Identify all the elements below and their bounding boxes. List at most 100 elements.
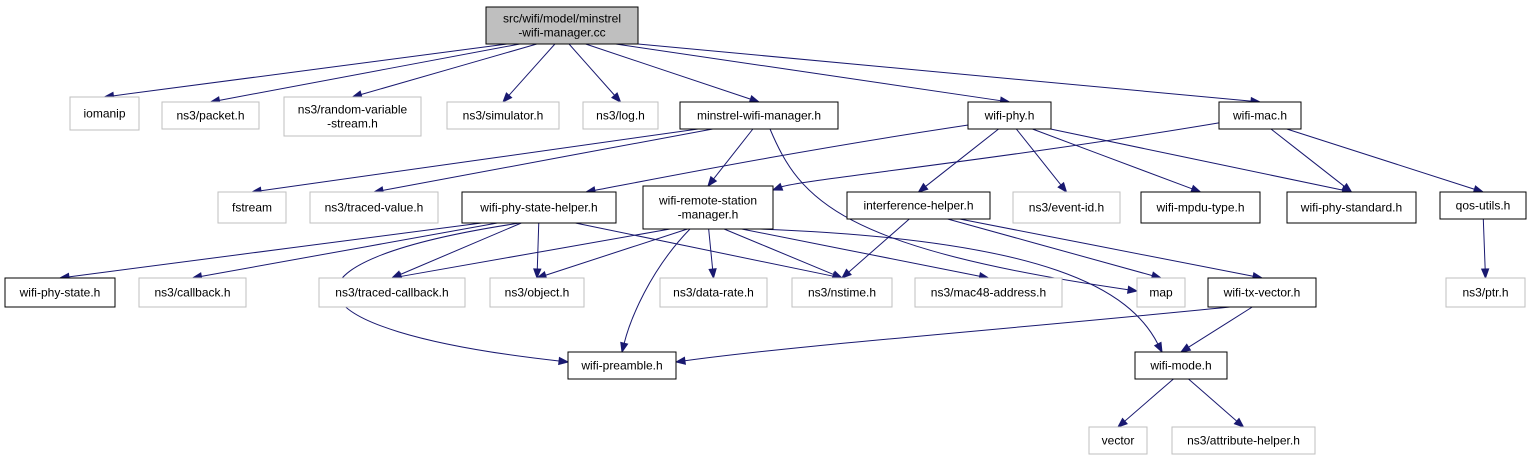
node-preamble[interactable]: wifi-preamble.h <box>567 351 677 380</box>
edge-remote-to-nstime <box>723 228 844 279</box>
edge-txvector-to-preamble <box>674 306 1231 365</box>
node-label-mac48: ns3/mac48-address.h <box>931 286 1046 300</box>
node-box-phystate <box>4 277 116 308</box>
node-label-ptr: ns3/ptr.h <box>1462 286 1508 300</box>
edge-wifimac-to-phystandard <box>1270 128 1353 193</box>
arrowhead <box>558 356 570 366</box>
edge-remote-to-tracedcallback <box>390 228 671 281</box>
edge-phystatehelper-to-object <box>533 222 542 280</box>
node-label-eventid: ns3/event-id.h <box>1029 201 1104 215</box>
node-phystatehelper[interactable]: wifi-phy-state-helper.h <box>461 191 617 224</box>
node-txvector[interactable]: wifi-tx-vector.h <box>1207 277 1317 308</box>
edge-interference-to-txvector <box>959 218 1264 281</box>
node-tracedcallback: ns3/traced-callback.h <box>318 277 466 308</box>
node-box-qosutils <box>1439 191 1527 220</box>
arrowhead <box>502 92 513 104</box>
node-label-vector: vector <box>1102 434 1135 448</box>
node-label-datarate: ns3/data-rate.h <box>673 286 754 300</box>
edge-wifiphy-to-phystandard <box>1050 128 1353 195</box>
node-label-callback: ns3/callback.h <box>154 286 230 300</box>
arrowhead <box>1057 181 1068 194</box>
node-label-interference: interference-helper.h <box>863 199 973 213</box>
node-callback: ns3/callback.h <box>138 277 247 308</box>
edge-phystatehelper-to-callback <box>191 222 498 281</box>
arrowhead <box>1153 341 1163 354</box>
node-mpdutype[interactable]: wifi-mpdu-type.h <box>1140 191 1261 224</box>
node-label-mode: wifi-mode.h <box>1149 359 1211 373</box>
node-label-log: ns3/log.h <box>596 109 645 123</box>
node-box-eventid <box>1012 191 1121 224</box>
node-box-ptr <box>1445 277 1526 308</box>
arrowhead <box>707 175 718 188</box>
arrowhead <box>533 268 542 280</box>
node-box-root <box>485 6 639 45</box>
edge-remote-to-preamble <box>620 228 691 354</box>
arrowhead <box>1116 417 1128 428</box>
node-nstime: ns3/nstime.h <box>791 277 893 308</box>
node-label-wifimac: wifi-mac.h <box>1232 109 1287 123</box>
node-map: map <box>1136 277 1186 308</box>
node-label-attrhelper: ns3/attribute-helper.h <box>1187 434 1300 448</box>
node-label-fstream: fstream <box>232 201 272 215</box>
node-qosutils[interactable]: qos-utils.h <box>1439 191 1527 220</box>
node-object: ns3/object.h <box>489 277 585 308</box>
node-datarate: ns3/data-rate.h <box>659 277 768 308</box>
node-attrhelper: ns3/attribute-helper.h <box>1171 426 1316 455</box>
node-tracedvalue: ns3/traced-value.h <box>309 191 439 224</box>
node-label-iomanip: iomanip <box>83 107 125 121</box>
node-wifimac[interactable]: wifi-mac.h <box>1218 101 1302 130</box>
edge-mode-to-attrhelper <box>1188 378 1245 428</box>
node-box-callback <box>138 277 247 308</box>
edge-wifimac-to-qosutils <box>1286 128 1485 194</box>
arrowhead <box>1190 184 1202 193</box>
node-label-phystatehelper: wifi-phy-state-helper.h <box>479 201 597 215</box>
node-remote[interactable]: wifi-remote-station-manager.h <box>642 185 774 230</box>
edge-phystatehelper-to-phystate <box>58 222 482 281</box>
arrowhead <box>748 94 761 103</box>
node-box-mac48 <box>914 277 1063 308</box>
node-label-phystandard: wifi-phy-standard.h <box>1300 201 1402 215</box>
node-label-map: map <box>1149 286 1173 300</box>
node-box-nstime <box>791 277 893 308</box>
node-fstream: fstream <box>217 191 287 224</box>
node-mac48: ns3/mac48-address.h <box>914 277 1063 308</box>
node-label-nstime: ns3/nstime.h <box>808 286 876 300</box>
edge-txvector-to-mode <box>1179 306 1253 353</box>
node-box-mpdutype <box>1140 191 1261 224</box>
node-mode[interactable]: wifi-mode.h <box>1134 351 1228 380</box>
node-wifiphy[interactable]: wifi-phy.h <box>967 101 1052 130</box>
node-box-tracedcallback <box>318 277 466 308</box>
edge-remote-to-mac48 <box>741 228 990 281</box>
arrowhead <box>771 182 784 191</box>
arrowhead <box>1233 417 1245 428</box>
edge-wifimac-to-remote <box>771 120 1231 191</box>
node-label-phystate: wifi-phy-state.h <box>19 286 101 300</box>
node-label-minstrel: minstrel-wifi-manager.h <box>697 109 821 123</box>
node-box-minstrel <box>679 101 839 130</box>
node-minstrel[interactable]: minstrel-wifi-manager.h <box>679 101 839 130</box>
edge-minstrel-to-tracedvalue <box>372 128 713 195</box>
node-label-tracedcallback: ns3/traced-callback.h <box>335 286 448 300</box>
edge-qosutils-to-ptr <box>1480 218 1490 280</box>
edge-phystatehelper-to-tracedcallback <box>390 222 522 279</box>
node-box-tracedvalue <box>309 191 439 224</box>
edge-wifiphy-to-eventid <box>1015 128 1068 194</box>
arrowhead <box>708 268 717 280</box>
node-label-preamble: wifi-preamble.h <box>580 359 662 373</box>
edge-root-to-iomanip <box>103 43 508 100</box>
node-log: ns3/log.h <box>582 101 659 130</box>
node-phystandard[interactable]: wifi-phy-standard.h <box>1286 191 1417 224</box>
node-simulator: ns3/simulator.h <box>446 101 560 130</box>
node-root[interactable]: src/wifi/model/minstrel-wifi-manager.cc <box>485 6 639 45</box>
node-label-mpdutype: wifi-mpdu-type.h <box>1155 201 1244 215</box>
node-phystate[interactable]: wifi-phy-state.h <box>4 277 116 308</box>
node-label-tracedvalue: ns3/traced-value.h <box>325 201 424 215</box>
node-label-root: -wifi-manager.cc <box>518 26 605 40</box>
node-box-fstream <box>217 191 287 224</box>
edge-root-to-log <box>568 43 622 104</box>
edge-interference-to-map <box>947 218 1163 280</box>
node-box-log <box>582 101 659 130</box>
edge-remote-to-datarate <box>708 228 717 280</box>
node-interference[interactable]: interference-helper.h <box>846 191 991 220</box>
node-box-datarate <box>659 277 768 308</box>
